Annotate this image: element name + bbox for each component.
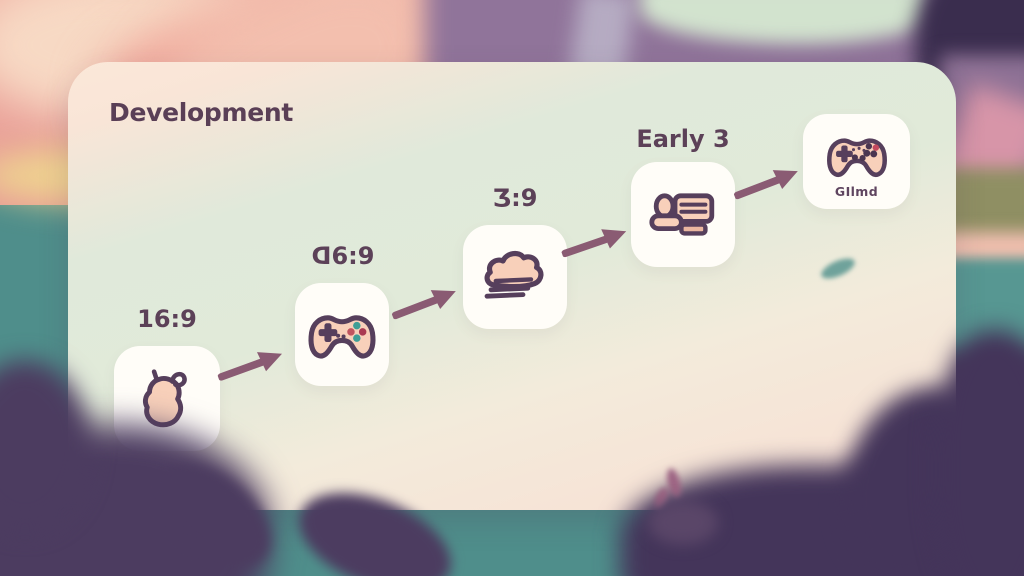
step-label: Early 3 bbox=[636, 125, 730, 153]
step-tile-2 bbox=[295, 283, 389, 386]
development-card: Development 16:9 ᗡ6:9 Ʒ:9 Early 3 bbox=[68, 62, 956, 510]
arrow-icon bbox=[730, 158, 805, 207]
step-tile-5: GIlmd bbox=[803, 114, 910, 209]
arrow-icon bbox=[558, 218, 633, 265]
gamepad-icon bbox=[308, 314, 376, 359]
arrow-icon bbox=[214, 341, 289, 389]
step-label: ᗡ6:9 bbox=[311, 242, 375, 270]
gamepad-release-icon bbox=[826, 138, 887, 178]
step-label: Ʒ:9 bbox=[492, 184, 538, 212]
step-label: 16:9 bbox=[137, 305, 197, 333]
cloud-stack-icon bbox=[484, 250, 544, 299]
step-tile-1 bbox=[114, 346, 220, 451]
creature-head-icon bbox=[142, 368, 187, 427]
step-tile-4 bbox=[631, 162, 735, 267]
step-tile-3 bbox=[463, 225, 567, 329]
arrow-icon bbox=[388, 278, 463, 327]
tile-caption: GIlmd bbox=[834, 184, 879, 199]
person-card-icon bbox=[649, 192, 715, 236]
page-title: Development bbox=[109, 98, 294, 127]
